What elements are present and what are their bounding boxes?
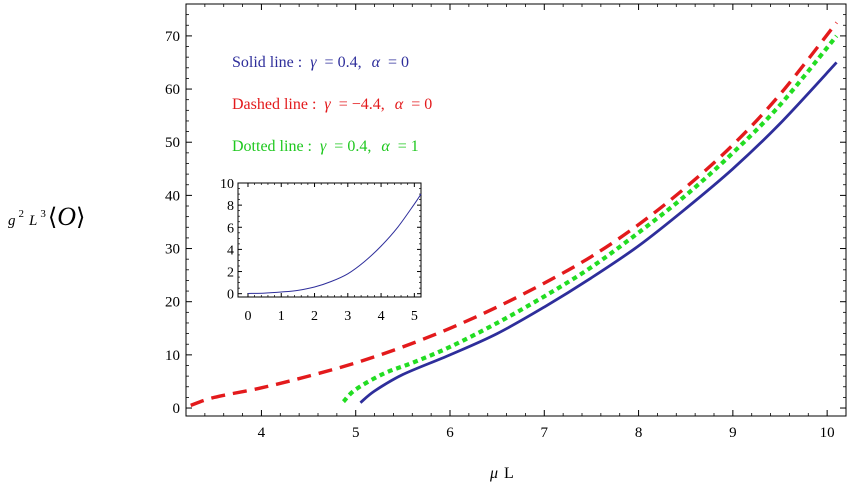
inset-x-tick-label: 5 xyxy=(411,309,418,324)
legend-dotted-gamma: γ xyxy=(320,138,327,155)
y-tick-label: 60 xyxy=(165,82,180,98)
y-tick-label: 20 xyxy=(165,295,180,311)
inset-axis-ticks: 0 1 2 3 4 5 0 2 4 6 8 10 xyxy=(220,177,422,324)
legend-dotted-eq2: = 1 xyxy=(398,138,419,155)
y-tick-label: 40 xyxy=(165,188,180,204)
legend-dashed-alpha: α xyxy=(395,96,404,113)
inset-y-tick-label: 0 xyxy=(227,288,234,303)
legend-solid-eq2: = 0 xyxy=(388,54,409,71)
y-label-rangle: ⟩ xyxy=(76,205,85,231)
y-tick-label: 70 xyxy=(165,29,180,45)
inset-x-tick-label: 0 xyxy=(244,309,251,324)
series-line-solid xyxy=(359,61,838,404)
legend-dashed-eq1: = −4.4, xyxy=(339,96,385,113)
legend-solid-gamma: γ xyxy=(310,54,317,71)
x-tick-label: 5 xyxy=(352,425,360,441)
legend-solid-alpha: α xyxy=(372,54,381,71)
legend-dashed-gamma: γ xyxy=(324,96,331,113)
inset-y-tick-label: 2 xyxy=(227,266,234,281)
inset-background xyxy=(238,183,421,297)
inset-x-tick-label: 4 xyxy=(378,309,385,324)
inset-y-tick-label: 10 xyxy=(220,177,234,192)
y-label-L: L xyxy=(28,213,37,229)
legend-entry-dotted: Dotted line : γ = 0.4, α = 1 xyxy=(232,138,419,155)
legend-dashed-eq2: = 0 xyxy=(411,96,432,113)
legend-dotted-eq1: = 0.4, xyxy=(334,138,371,155)
x-tick-label: 8 xyxy=(635,425,643,441)
y-label-L-exp: 3 xyxy=(40,208,46,220)
inset-y-tick-label: 4 xyxy=(227,243,234,258)
inset-x-tick-label: 3 xyxy=(344,309,351,324)
legend-solid-prefix: Solid line : xyxy=(232,54,302,71)
y-label-g: g xyxy=(8,213,16,229)
y-tick-label: 50 xyxy=(165,135,180,151)
legend-dashed-prefix: Dashed line : xyxy=(232,96,316,113)
legend-dotted-alpha: α xyxy=(381,138,390,155)
main-plot-frame xyxy=(185,3,847,417)
inset-series-line xyxy=(247,193,422,294)
y-label-O: O xyxy=(57,202,76,231)
x-label-L: L xyxy=(504,465,514,482)
inset-series-group xyxy=(247,193,422,294)
y-tick-label: 10 xyxy=(165,348,180,364)
legend: Solid line : γ = 0.4, α = 0 Dashed line : γ = … xyxy=(232,54,432,155)
inset-y-tick-label: 8 xyxy=(227,199,234,214)
legend-dotted-prefix: Dotted line : xyxy=(232,138,312,155)
legend-entry-dashed: Dashed line : γ = −4.4, α = 0 xyxy=(232,96,432,113)
y-label-langle: ⟨ xyxy=(48,205,57,231)
series-line-dashed xyxy=(190,21,838,407)
inset-x-tick-label: 2 xyxy=(311,309,318,324)
y-label-g-exp: 2 xyxy=(19,208,25,220)
inset-plot: 0 1 2 3 4 5 0 2 4 6 8 10 xyxy=(220,177,422,324)
inset-x-tick-label: 1 xyxy=(278,309,285,324)
x-tick-label: 10 xyxy=(820,425,835,441)
inset-y-tick-label: 6 xyxy=(227,221,234,236)
legend-entry-solid: Solid line : γ = 0.4, α = 0 xyxy=(232,54,409,71)
y-tick-label: 0 xyxy=(173,401,181,417)
y-tick-label: 30 xyxy=(165,242,180,258)
x-tick-label: 4 xyxy=(258,425,266,441)
x-label-mu: μ xyxy=(489,465,498,482)
legend-solid-eq1: = 0.4, xyxy=(325,54,362,71)
x-tick-label: 9 xyxy=(729,425,737,441)
series-line-dotted xyxy=(341,34,839,404)
inset-plot-frame xyxy=(237,182,422,298)
x-tick-label: 6 xyxy=(446,425,454,441)
x-tick-label: 7 xyxy=(541,425,549,441)
main-series-group xyxy=(190,21,839,407)
